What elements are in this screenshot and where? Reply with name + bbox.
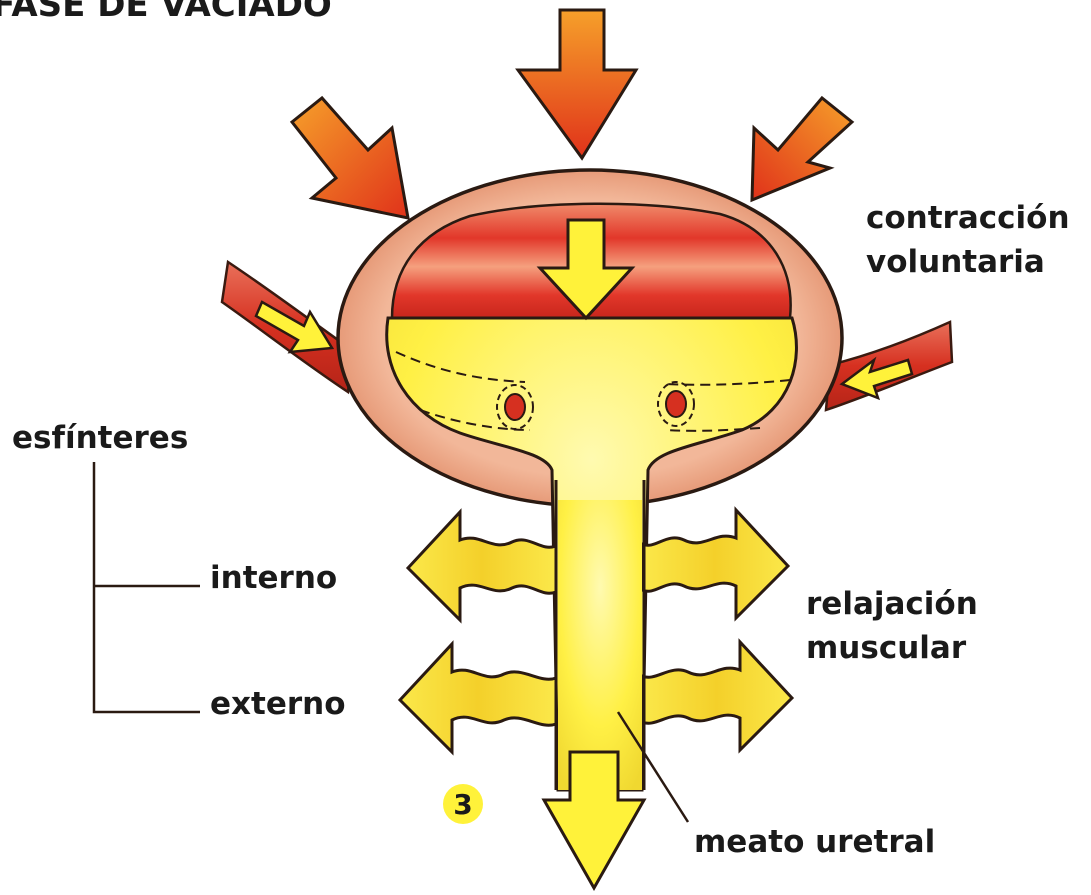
label-contraction-1: contracción: [866, 200, 1070, 236]
diagram-title: FASE DE VACIADO: [0, 0, 332, 25]
label-internal: interno: [210, 560, 337, 596]
label-relaxation-2: muscular: [806, 630, 967, 666]
pressure-arrow-top: [518, 10, 636, 158]
pressure-arrow-left: [292, 98, 408, 218]
urethra: [556, 480, 644, 790]
left-ureter: [222, 262, 352, 392]
label-sphincters: esfínteres: [12, 420, 188, 456]
label-external: externo: [210, 686, 346, 722]
right-ureter: [826, 322, 952, 410]
step-number: 3: [453, 788, 472, 821]
label-contraction-2: voluntaria: [866, 244, 1045, 280]
pressure-arrow-right: [752, 98, 852, 200]
label-meatus: meato uretral: [694, 824, 935, 860]
label-relaxation-1: relajación: [806, 586, 978, 622]
sphincter-bracket: [94, 462, 200, 712]
